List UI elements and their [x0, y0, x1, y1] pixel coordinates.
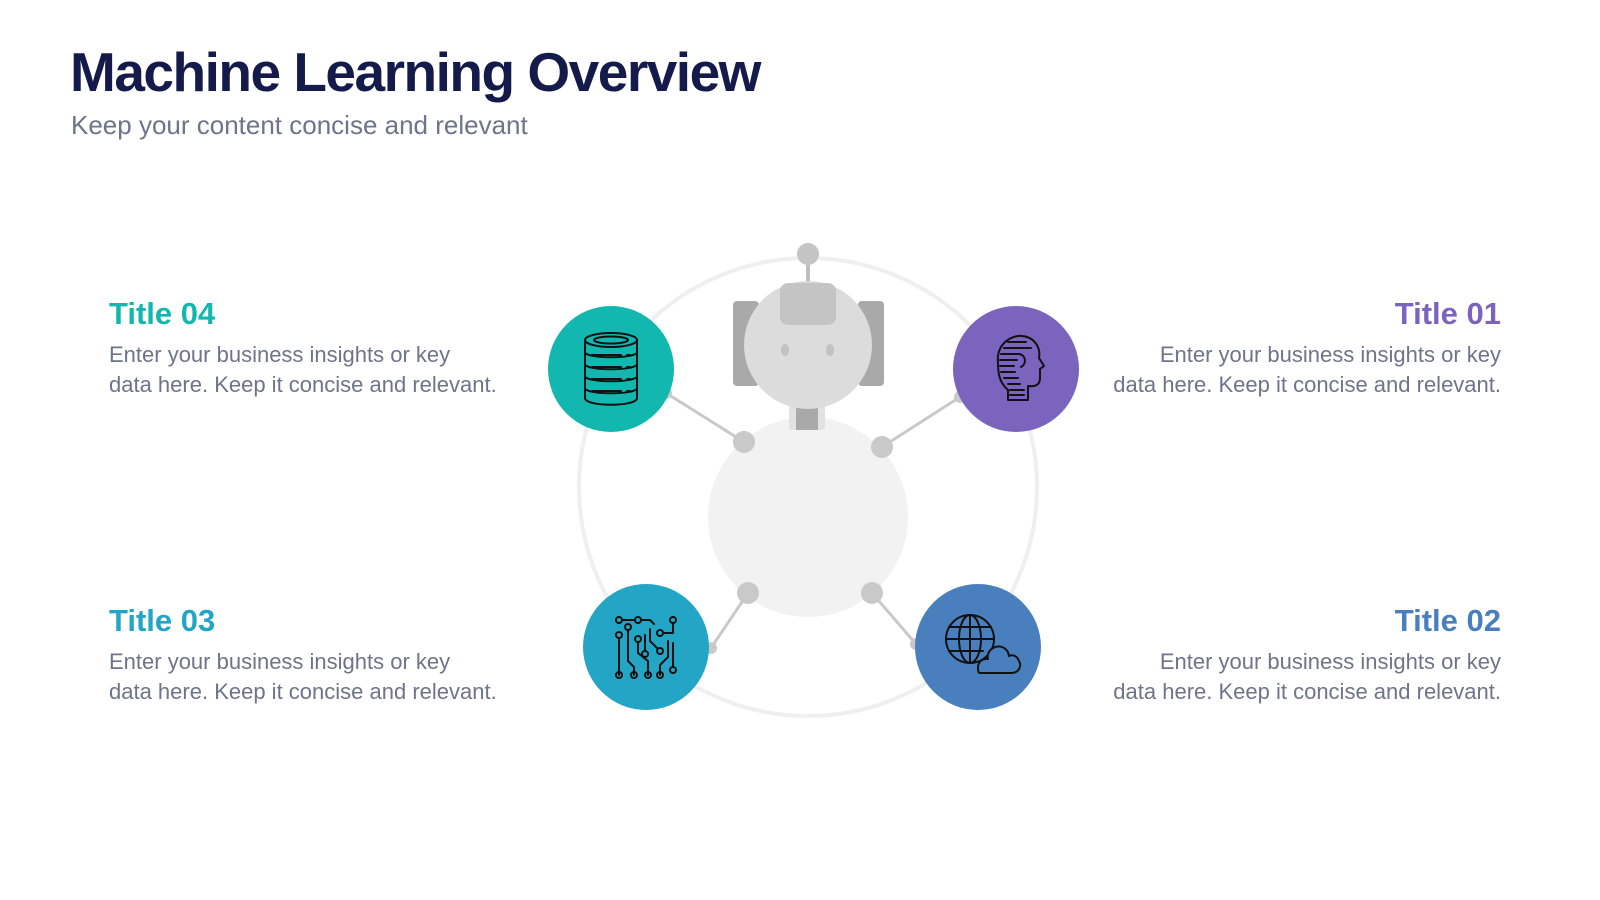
point-03: Title 03 Enter your business insights or… — [109, 603, 499, 707]
page-subtitle: Keep your content concise and relevant — [71, 110, 528, 140]
connector-joint-04 — [733, 431, 755, 453]
point-04: Title 04 Enter your business insights or… — [109, 296, 499, 400]
point-01-title: Title 01 — [1394, 296, 1501, 331]
connector-arm-01 — [881, 395, 961, 449]
globe-cloud-icon — [945, 614, 1022, 674]
robot-right-eye — [826, 344, 834, 356]
point-03-body: Enter your business insights or key data… — [109, 649, 497, 704]
page-title: Machine Learning Overview — [70, 41, 761, 103]
robot-left-eye — [781, 344, 789, 356]
connector-arm-02 — [870, 592, 918, 645]
point-04-body: Enter your business insights or key data… — [109, 342, 497, 397]
connector-joint-01 — [871, 436, 893, 458]
connector-arm-03 — [709, 592, 750, 649]
point-02: Title 02 Enter your business insights or… — [1111, 603, 1501, 707]
point-02-title: Title 02 — [1394, 603, 1501, 638]
connector-joint-03 — [737, 582, 759, 604]
ai-head-icon — [996, 334, 1045, 401]
robot-neck-inner — [796, 404, 818, 430]
point-03-title: Title 03 — [109, 603, 216, 638]
database-icon — [584, 332, 638, 406]
robot-body — [708, 417, 908, 617]
node-01-circle — [953, 306, 1079, 432]
connector-arm-04 — [665, 391, 745, 444]
point-02-body: Enter your business insights or key data… — [1113, 649, 1501, 704]
circuit-icon — [615, 616, 677, 679]
robot-antenna-tip — [797, 243, 819, 265]
point-01-body: Enter your business insights or key data… — [1113, 342, 1501, 397]
robot-visor — [780, 283, 836, 325]
robot-head — [744, 281, 872, 409]
node-02-circle — [915, 584, 1041, 710]
point-01: Title 01 Enter your business insights or… — [1111, 296, 1501, 400]
point-04-title: Title 04 — [109, 296, 216, 331]
connector-joint-02 — [861, 582, 883, 604]
